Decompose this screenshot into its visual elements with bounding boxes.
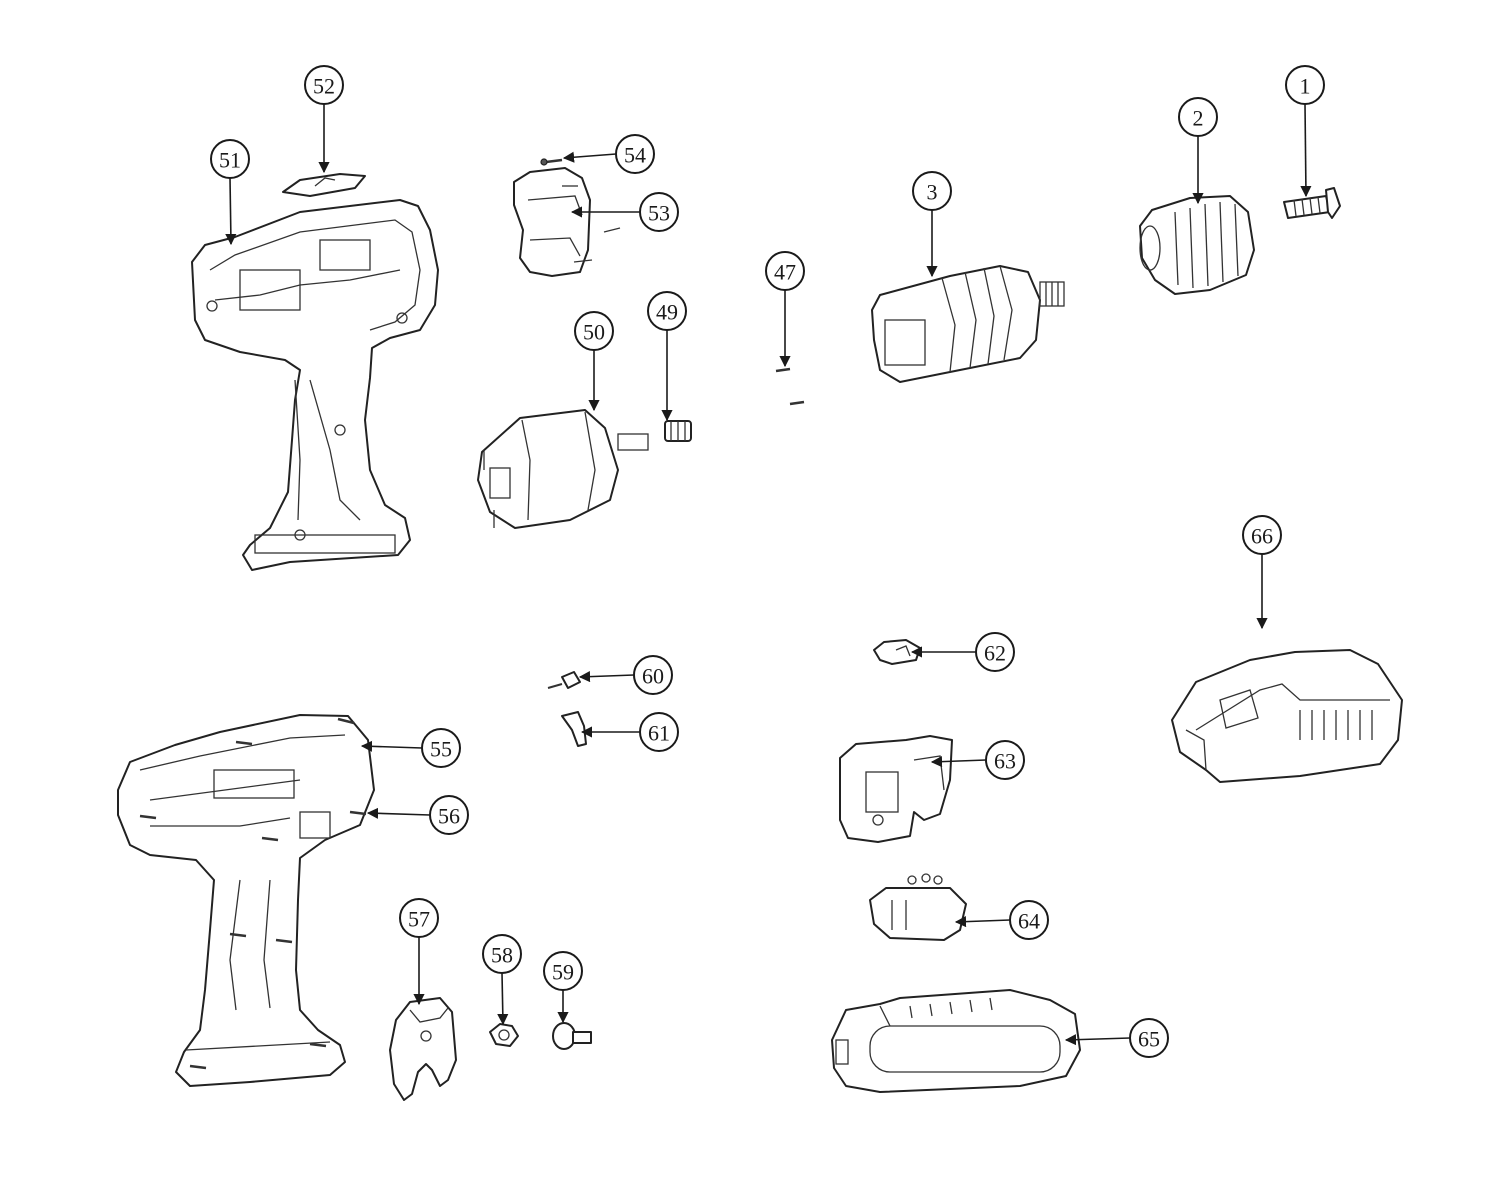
part-59-bolt [552, 1022, 592, 1050]
part-1-screw [1283, 187, 1341, 219]
leader-lines [225, 103, 1312, 1046]
part-58-nut [489, 1023, 519, 1047]
callout-63-label: 63 [994, 749, 1016, 774]
part-61-bracket [561, 711, 587, 747]
part-49-gear [664, 420, 692, 442]
callout-54-label: 54 [624, 143, 646, 168]
callout-59: 59 [543, 951, 583, 991]
callout-59-label: 59 [552, 960, 574, 985]
callout-54: 54 [615, 134, 655, 174]
callout-53-label: 53 [648, 201, 670, 226]
part-57-belt-clip [389, 997, 457, 1101]
callout-49-label: 49 [656, 300, 678, 325]
callout-61: 61 [639, 712, 679, 752]
callout-53: 53 [639, 192, 679, 232]
part-47-screws [775, 367, 805, 406]
callout-56-label: 56 [438, 804, 460, 829]
callout-66-label: 66 [1251, 524, 1273, 549]
callout-3: 3 [912, 171, 952, 211]
callout-64-label: 64 [1018, 909, 1040, 934]
callout-57: 57 [399, 898, 439, 938]
callout-52-label: 52 [313, 74, 335, 99]
callout-47: 47 [765, 251, 805, 291]
callout-64: 64 [1009, 900, 1049, 940]
part-64-battery-terminal [869, 873, 967, 941]
part-65-battery [831, 989, 1081, 1093]
callout-57-label: 57 [408, 907, 430, 932]
callout-51-label: 51 [219, 148, 241, 173]
callout-49: 49 [647, 291, 687, 331]
callout-65: 65 [1129, 1018, 1169, 1058]
part-3-gearbox [871, 265, 1065, 383]
callout-50-label: 50 [583, 320, 605, 345]
part-66-charger [1171, 649, 1403, 783]
callout-1-label: 1 [1300, 74, 1311, 99]
callout-62-label: 62 [984, 641, 1006, 666]
part-54-screw [540, 158, 563, 166]
callout-52: 52 [304, 65, 344, 105]
callout-65-label: 65 [1138, 1027, 1160, 1052]
callout-55: 55 [421, 728, 461, 768]
callout-66: 66 [1242, 515, 1282, 555]
callout-60: 60 [633, 655, 673, 695]
callout-51: 51 [210, 139, 250, 179]
callout-47-label: 47 [774, 260, 796, 285]
callout-1: 1 [1285, 65, 1325, 105]
part-55-housing-right [117, 714, 375, 1087]
callout-63: 63 [985, 740, 1025, 780]
part-63-trigger-switch [839, 735, 953, 843]
part-50-motor [477, 409, 649, 529]
callout-62: 62 [975, 632, 1015, 672]
callout-3-label: 3 [927, 180, 938, 205]
callout-55-label: 55 [430, 737, 452, 762]
part-2-chuck [1139, 195, 1255, 295]
part-53-motor-bracket [513, 167, 621, 277]
callout-58: 58 [482, 934, 522, 974]
part-60-led [547, 671, 581, 689]
part-52-top-cover [282, 173, 366, 197]
part-51-housing-left [191, 199, 439, 571]
callout-2-label: 2 [1193, 106, 1204, 131]
callout-50: 50 [574, 311, 614, 351]
callout-61-label: 61 [648, 721, 670, 746]
callout-2: 2 [1178, 97, 1218, 137]
callout-58-label: 58 [491, 943, 513, 968]
callout-56: 56 [429, 795, 469, 835]
callout-60-label: 60 [642, 664, 664, 689]
